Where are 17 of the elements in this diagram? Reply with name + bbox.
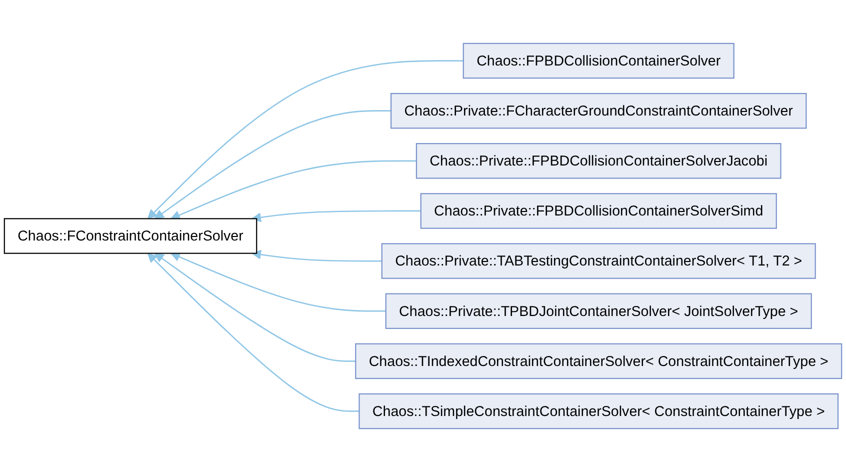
arrow	[252, 250, 382, 262]
node-box: Chaos::Private::FPBDCollisionContainerSolverSimd	[420, 193, 777, 229]
arrow	[154, 252, 356, 362]
node-box: Chaos::Private::FPBDCollisionContainerSolverJacobi	[416, 143, 782, 179]
arrow	[170, 252, 386, 312]
node-box: Chaos::TIndexedConstraintContainerSolver< ConstraintContainerType >	[355, 343, 842, 380]
node-box: Chaos::FConstraintContainerSolver	[4, 218, 258, 254]
node-box: Chaos::Private::FCharacterGroundConstraintContainerSolver	[390, 92, 807, 129]
node-box: Chaos::Private::TPBDJointContainerSolver< JointSolverType >	[385, 293, 812, 329]
node-box: Chaos::TSimpleConstraintContainerSolver< ConstraintContainerType >	[358, 393, 839, 430]
arrow	[252, 210, 421, 222]
arrow	[154, 110, 392, 220]
arrow	[170, 160, 416, 220]
node-box: Chaos::Private::TABTestingConstraintContainerSolver< T1, T2 >	[381, 243, 816, 279]
arrow	[147, 60, 464, 220]
arrow	[147, 252, 360, 412]
node-box: Chaos::FPBDCollisionContainerSolver	[462, 42, 734, 79]
